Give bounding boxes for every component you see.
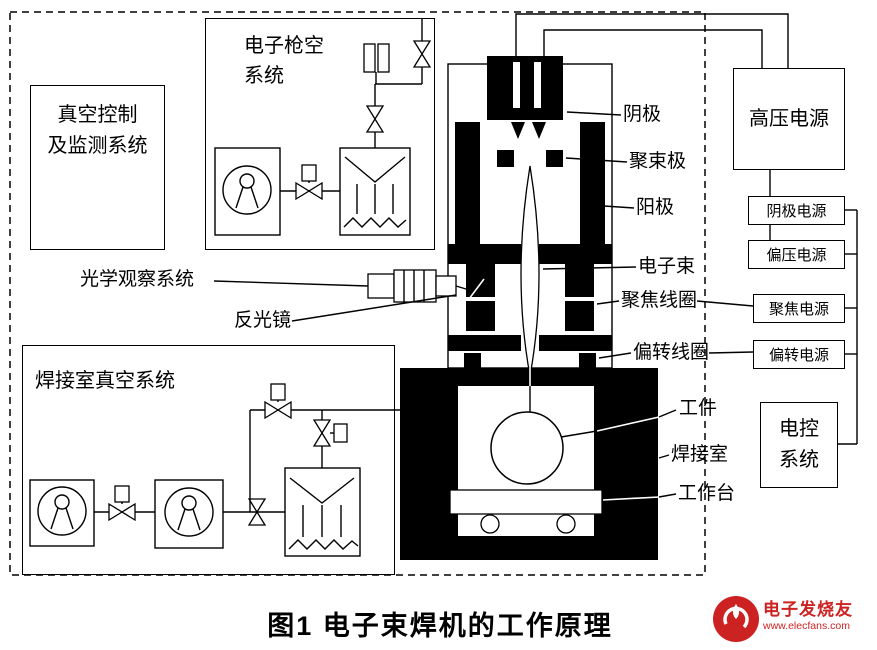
hv-connection-lines bbox=[515, 13, 789, 68]
vacuum-control-label-line1: 真空控制 bbox=[57, 104, 138, 126]
mechanical-pump-icon bbox=[29, 479, 95, 547]
beam-arrow-icon bbox=[511, 122, 525, 139]
mirror-shape bbox=[468, 278, 485, 300]
anode-wall bbox=[580, 122, 605, 244]
deflection-supply-label: 偏转电源 bbox=[768, 347, 829, 364]
focus-coil-block bbox=[466, 301, 495, 331]
worktable-shape bbox=[449, 489, 603, 515]
vacuum-control-box: 真空控制 及监测系统 bbox=[30, 85, 165, 250]
control-system-label-line1: 电控 bbox=[779, 418, 819, 440]
focus-coil-block bbox=[565, 301, 594, 331]
gun-vacuum-label-line2: 系统 bbox=[244, 65, 284, 87]
hv-supply-box: 高压电源 bbox=[733, 68, 845, 170]
electron-gun-column bbox=[447, 56, 613, 377]
mirror-label: 反光镜 bbox=[234, 310, 292, 331]
control-system-label-line2: 系统 bbox=[779, 449, 819, 471]
table-wheel-icon bbox=[556, 514, 576, 534]
watermark-name: 电子发烧友 bbox=[763, 600, 853, 619]
vacuum-control-label-line2: 及监测系统 bbox=[47, 135, 148, 157]
deflection-coil-label: 偏转线圈 bbox=[633, 342, 710, 363]
optical-barrel bbox=[367, 269, 467, 303]
deflection-coil-block bbox=[579, 353, 596, 368]
chamber-vacuum-system-box: 焊接室真空系统 bbox=[22, 345, 395, 575]
supply-interconnect-lines bbox=[769, 170, 858, 445]
hv-supply-label: 高压电源 bbox=[749, 107, 829, 130]
focus-coil-label: 聚焦线圈 bbox=[621, 290, 698, 311]
bias-supply-label: 偏压电源 bbox=[766, 247, 827, 264]
leader-lines bbox=[213, 111, 754, 501]
cathode-supply-label: 阴极电源 bbox=[766, 203, 827, 220]
focus-electrode-label: 聚束极 bbox=[629, 151, 687, 172]
deflection-coil-block bbox=[464, 353, 481, 368]
workpiece-shape bbox=[490, 411, 564, 485]
chamber-vacuum-plumbing bbox=[29, 383, 400, 557]
outer-dashed-border bbox=[9, 11, 706, 576]
figure-caption: 图1 电子束焊机的工作原理 bbox=[267, 611, 613, 641]
electron-beam-label: 电子束 bbox=[638, 256, 696, 277]
beam-arrow-icon bbox=[532, 122, 546, 139]
welding-chamber-label: 焊接室 bbox=[671, 444, 729, 465]
electron-beam-shape bbox=[520, 165, 540, 377]
focus-supply-label: 聚焦电源 bbox=[768, 301, 829, 318]
bias-supply-box: 偏压电源 bbox=[748, 240, 845, 269]
anode-label: 阳极 bbox=[636, 197, 675, 218]
focus-supply-box: 聚焦电源 bbox=[753, 294, 845, 323]
workpiece-label: 工件 bbox=[679, 398, 718, 419]
gun-vacuum-plumbing bbox=[214, 18, 431, 236]
cathode-block bbox=[487, 56, 563, 120]
roots-pump-icon bbox=[154, 479, 224, 549]
worktable-label: 工作台 bbox=[678, 483, 736, 504]
watermark-logo-icon bbox=[713, 596, 759, 642]
cathode-label: 阴极 bbox=[623, 104, 662, 125]
cathode-supply-box: 阴极电源 bbox=[748, 196, 845, 225]
focus-electrode-block bbox=[497, 150, 514, 167]
table-wheel-icon bbox=[480, 514, 500, 534]
control-system-box: 电控 系统 bbox=[760, 402, 838, 488]
watermark-url: www.elecfans.com bbox=[763, 619, 850, 632]
optical-system-label: 光学观察系统 bbox=[80, 269, 195, 290]
deflection-supply-box: 偏转电源 bbox=[753, 340, 845, 369]
watermark: 电子发烧友 www.elecfans.com bbox=[763, 600, 853, 632]
focus-electrode-block bbox=[546, 150, 563, 167]
chamber-vacuum-label: 焊接室真空系统 bbox=[35, 370, 175, 392]
welding-chamber-shape bbox=[400, 368, 658, 560]
gun-vacuum-label-line1: 电子枪空 bbox=[244, 35, 324, 57]
anode-wall bbox=[455, 122, 480, 244]
gun-vacuum-system-box: 电子枪空 系统 bbox=[205, 18, 435, 250]
